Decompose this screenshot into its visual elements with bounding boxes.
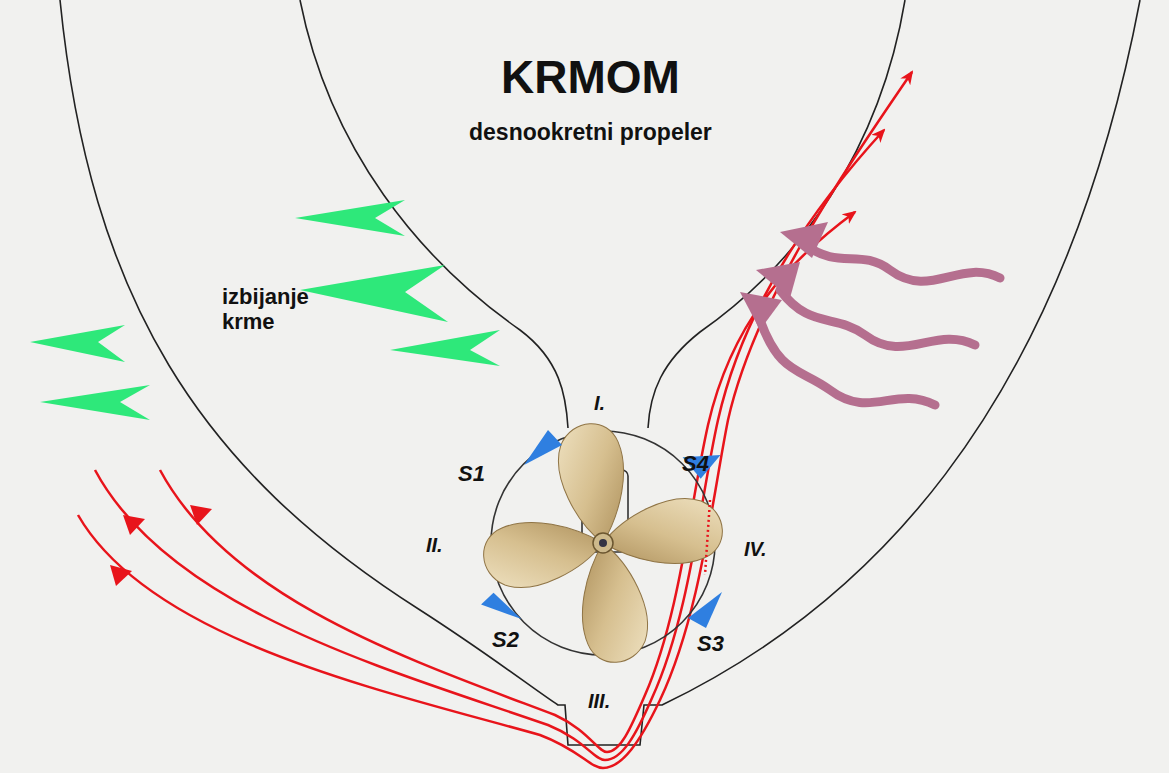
subtitle: desnookretni propeler	[469, 120, 712, 145]
sector-label: S1	[458, 462, 485, 486]
flow-arrowheads	[110, 505, 212, 586]
quadrant-number: II.	[426, 534, 443, 556]
sector-label: S3	[697, 632, 724, 656]
water-flow-lines	[78, 72, 912, 768]
title: KRMOM	[501, 52, 680, 103]
sector-label: S2	[492, 628, 519, 652]
wake-arrows	[740, 222, 1000, 405]
quadrant-number: IV.	[744, 538, 767, 560]
hull-outline	[60, 0, 1140, 745]
quadrant-number: III.	[588, 690, 610, 712]
quadrant-number: I.	[594, 392, 605, 414]
stern-push-arrows	[30, 200, 500, 420]
flow-through-disk	[705, 500, 710, 575]
rotation-arrows	[480, 430, 722, 628]
effect-label: izbijanje krme	[222, 284, 340, 335]
propeller	[480, 420, 727, 667]
sector-label: S4	[682, 452, 709, 476]
propeller-blade	[480, 512, 608, 592]
